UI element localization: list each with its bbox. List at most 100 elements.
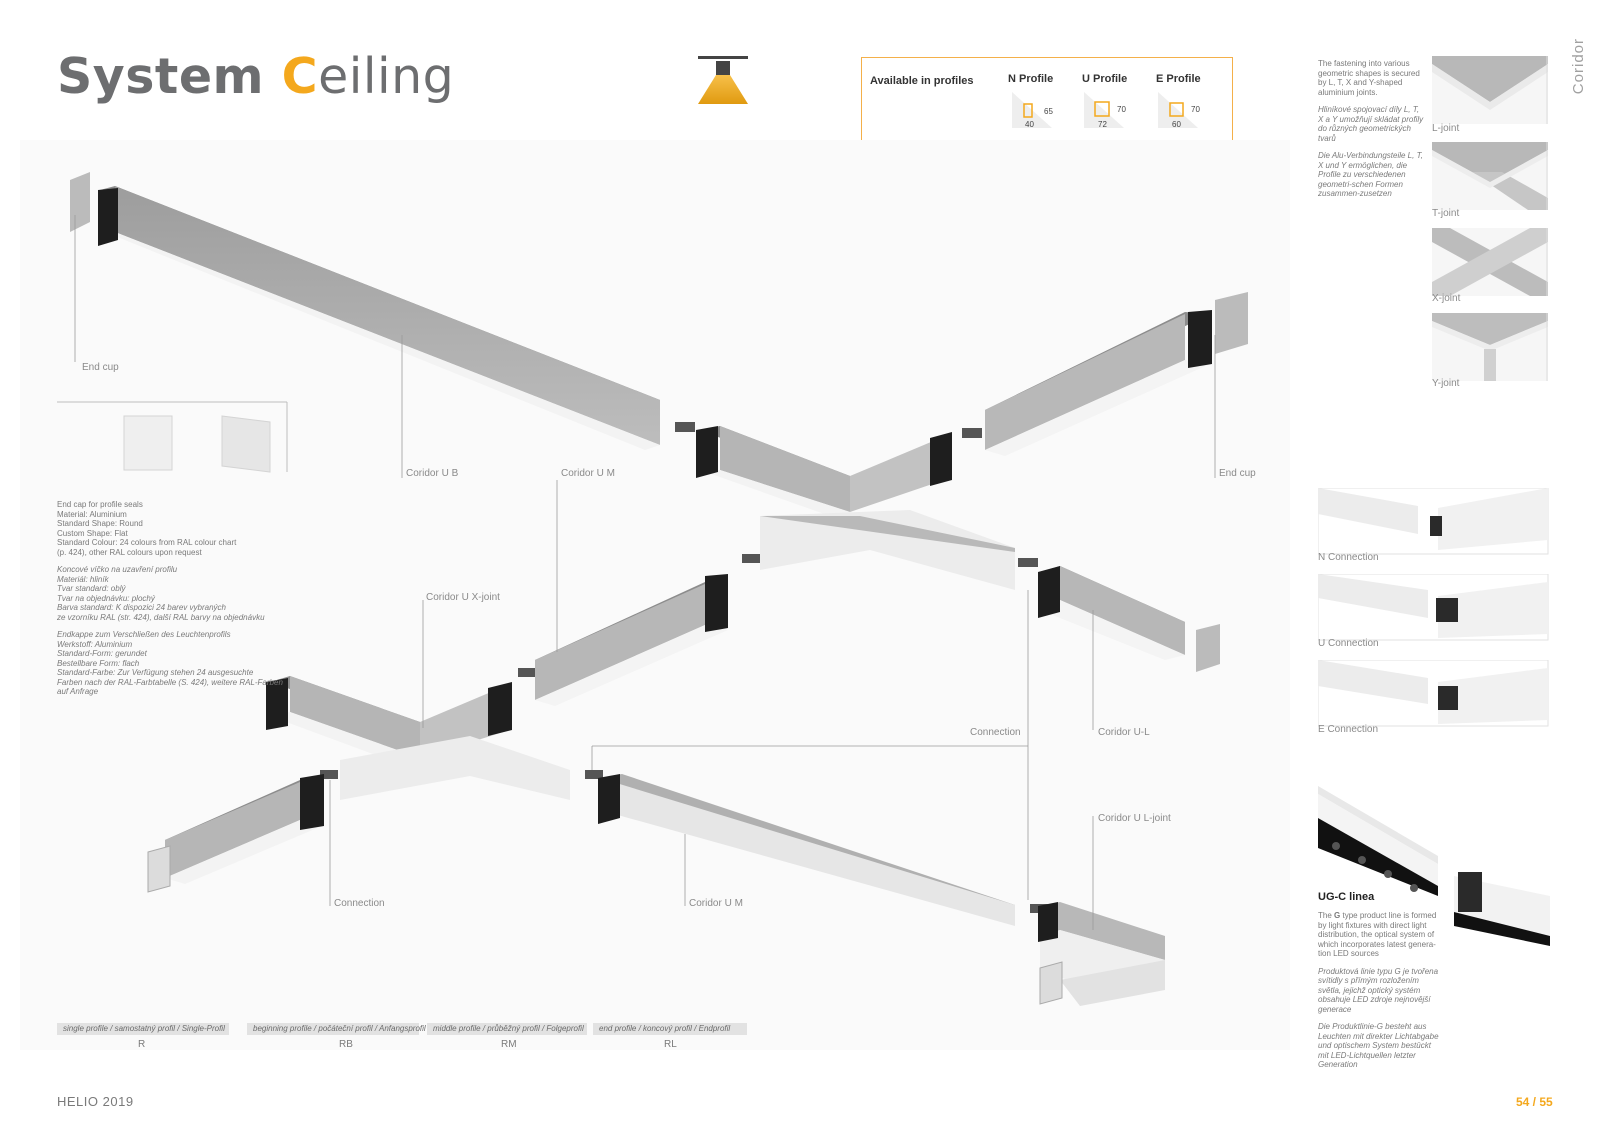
system-diagram [57, 172, 1248, 1006]
e-profile-width: 60 [1172, 120, 1181, 129]
y-joint-label: Y-joint [1432, 378, 1460, 389]
ugc-text-en-2: type product line is formed by light fix… [1318, 911, 1437, 958]
connector-6 [320, 770, 338, 779]
endcap-cz-line: Koncové víčko na uzavření profilu [57, 565, 178, 574]
ugc-text-cz: Produktová linie typu G je tvořena svíti… [1318, 966, 1439, 1014]
l-joint-bottom [1038, 902, 1165, 1006]
coridor-ub-label: Coridor U B [406, 468, 459, 479]
coridor-ulj-label: Coridor U L-joint [1098, 813, 1171, 824]
beam-coridor-um-top [535, 574, 728, 706]
profiles-heading: Available in profiles [870, 75, 974, 87]
coridor-ul-label: Coridor U-L [1098, 727, 1150, 738]
n-profile-label: N Profile [1008, 73, 1054, 85]
legend-code-rb: RB [339, 1039, 353, 1050]
u-profile-height: 70 [1117, 105, 1126, 114]
legend-code-r: R [138, 1039, 146, 1050]
beam-coridor-ub [98, 186, 660, 450]
beam-lower-left [165, 774, 324, 884]
x-joint-image [1432, 228, 1548, 296]
legend-end-profile: end profile / koncový profil / Endprofil [593, 1023, 747, 1035]
e-connection-image [1318, 660, 1549, 727]
endcap-en-line: Custom Shape: Flat [57, 528, 128, 538]
e-profile-label: E Profile [1156, 73, 1201, 85]
connector-3 [742, 554, 760, 563]
page-number: 54 / 55 [1516, 1095, 1553, 1109]
u-connection-image [1318, 574, 1549, 641]
x-joint-bottom [266, 676, 570, 800]
joints-text-de: Die Alu-Verbindungsteile L, T, X und Y e… [1318, 151, 1423, 198]
end-cap-right-middle [1196, 624, 1220, 672]
end-cap-top-left [70, 172, 90, 232]
connector-4 [1018, 558, 1038, 567]
endcap-cz-line: Tvar standard: oblý [57, 584, 126, 593]
title-accent: C [281, 48, 319, 105]
connector-5 [518, 668, 536, 677]
endcap-en-line: Material: Aluminium [57, 509, 127, 519]
u-profile-label: U Profile [1082, 73, 1128, 85]
x-joint-label: X-joint [1432, 293, 1461, 304]
ugc-text-de: Die Produktlinie-G besteht aus Leuchten … [1318, 1022, 1439, 1069]
connector-1 [675, 422, 695, 432]
u-profile-section-icon [1084, 92, 1124, 128]
beam-coridor-ul [1038, 566, 1185, 660]
l-joint-label: L-joint [1432, 123, 1460, 134]
section-tab: Coridor [1570, 38, 1587, 95]
n-profile-section-icon [1012, 92, 1052, 128]
u-connection-label: U Connection [1318, 638, 1379, 649]
endcap-cz-line: Materiál: hliník [57, 574, 109, 584]
endcap-de-line: auf Anfrage [57, 687, 99, 696]
ugc-linea-image [1318, 786, 1550, 946]
connection-left-label: Connection [334, 898, 385, 909]
e-profile-section-icon [1158, 92, 1198, 128]
end-cap-right [1215, 292, 1248, 354]
end-cup-right-label: End cup [1219, 468, 1256, 479]
endcap-en-line: End cap for profile seals [57, 500, 143, 509]
legend-code-rm: RM [501, 1039, 517, 1050]
beam-coridor-um-bottom [598, 774, 1015, 926]
endcap-de-line: Standard-Farbe: Zur Verfügung stehen 24 … [57, 668, 254, 677]
x-joint-top [696, 426, 1015, 590]
end-cap-description: End cap for profile seals Material: Alum… [57, 500, 307, 705]
e-connection-label: E Connection [1318, 724, 1379, 735]
end-cap-samples [57, 401, 288, 473]
ugc-text-en-bold: G [1334, 911, 1341, 920]
page-title: System Ceiling [57, 48, 454, 105]
n-profile-height: 65 [1044, 107, 1053, 116]
endcap-en-line: Standard Shape: Round [57, 519, 143, 528]
coridor-um-top-label: Coridor U M [561, 468, 615, 479]
n-connection-image [1318, 488, 1549, 555]
endcap-de-line: Werkstoff: Aluminium [57, 639, 133, 649]
endcap-de-line: Endkappe zum Verschließen des Leuchtenpr… [57, 630, 231, 639]
ugc-title: UG-C linea [1318, 891, 1375, 903]
l-joint-image [1432, 56, 1548, 124]
end-cap-lower-left [147, 845, 171, 893]
u-profile-width: 72 [1098, 120, 1107, 129]
joints-text-en: The fastening into various geometric sha… [1318, 59, 1420, 97]
beam-right-upper [985, 310, 1212, 456]
end-cup-label: End cup [82, 362, 119, 373]
legend-middle-profile: middle profile / průběžný profil / Folge… [427, 1023, 587, 1035]
coridor-um-bottom-label: Coridor U M [689, 898, 743, 909]
joints-text-cz: Hliníkové spojovací díly L, T, X a Y umo… [1318, 105, 1424, 143]
endcap-de-line: Farben nach der RAL-Farbtabelle (S. 424)… [57, 677, 283, 687]
title-part2: eiling [318, 48, 455, 105]
title-part1: System [57, 48, 282, 105]
legend-code-rl: RL [664, 1039, 677, 1050]
connection-mid-label: Connection [970, 727, 1021, 738]
ceiling-light-icon [698, 56, 748, 104]
endcap-de-line: Bestellbare Form: flach [57, 658, 140, 668]
connector-7 [585, 770, 603, 779]
n-profile-width: 40 [1025, 120, 1034, 129]
endcap-de-line: Standard-Form: gerundet [57, 649, 147, 658]
footer-brand: HELIO 2019 [57, 1094, 134, 1109]
endcap-en-line: (p. 424), other RAL colours upon request [57, 547, 202, 557]
endcap-cz-line: Tvar na objednávku: plochý [57, 593, 155, 603]
t-joint-image [1432, 142, 1548, 210]
connector-2 [962, 428, 982, 438]
e-profile-height: 70 [1191, 105, 1200, 114]
endcap-cz-line: ze vzorníku RAL (str. 424), další RAL ba… [57, 612, 265, 622]
end-cap-bottom [1039, 961, 1063, 1005]
leader-lines [74, 215, 1216, 930]
t-joint-label: T-joint [1432, 208, 1460, 219]
y-joint-image [1432, 313, 1548, 381]
